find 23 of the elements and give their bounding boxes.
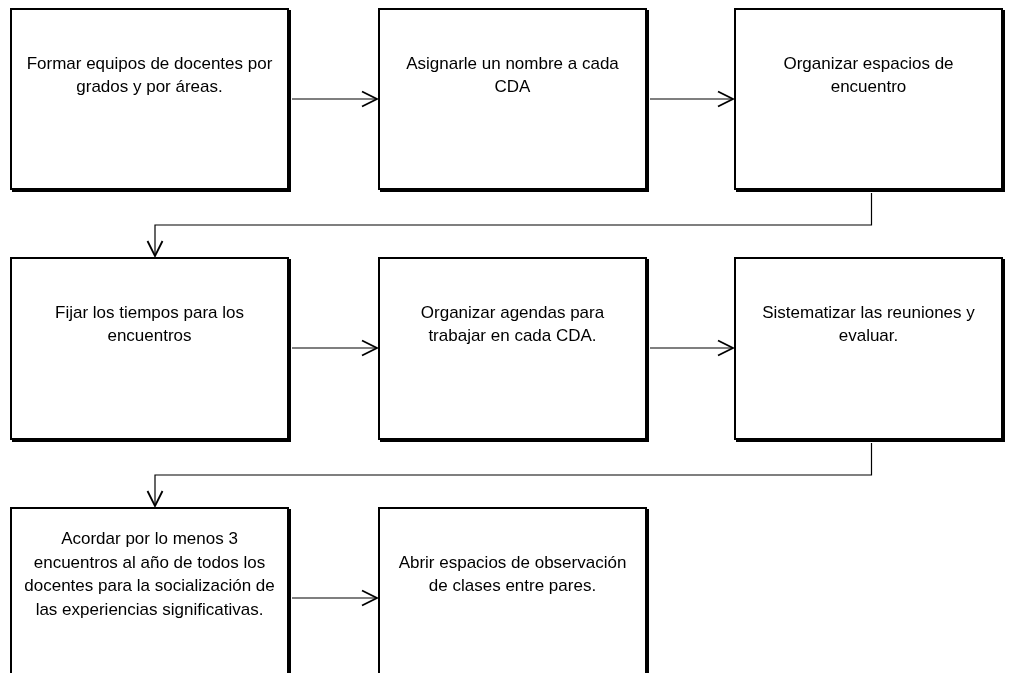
arrow [649, 339, 734, 357]
step-text: Asignarle un nombre a cada CDA [405, 52, 620, 98]
process-box [378, 257, 647, 440]
arrow [291, 339, 378, 357]
step-text: Fijar los tiempos para los encuentros [54, 301, 245, 347]
process-box [378, 507, 647, 673]
process-box [378, 8, 647, 190]
step-text: Formar equipos de docentes por grados y por áreas. [25, 52, 274, 98]
arrow [291, 589, 378, 607]
arrow [146, 192, 873, 257]
process-box [734, 257, 1003, 440]
arrow [146, 442, 873, 507]
arrow [291, 90, 378, 108]
process-box [734, 8, 1003, 190]
step-text: Sistematizar las reuniones y evaluar. [761, 301, 976, 347]
arrow [649, 90, 734, 108]
step-text: Abrir espacios de observación de clases entre pares. [397, 551, 628, 597]
process-box [10, 8, 289, 190]
process-box [10, 507, 289, 673]
step-text: Acordar por lo menos 3 encuentros al año de todos los docentes para la socialización de las experiencias significativas. [23, 528, 276, 621]
step-text: Organizar espacios de encuentro [782, 52, 955, 98]
step-text: Organizar agendas para trabajar en cada CDA. [419, 301, 606, 347]
process-box [10, 257, 289, 440]
